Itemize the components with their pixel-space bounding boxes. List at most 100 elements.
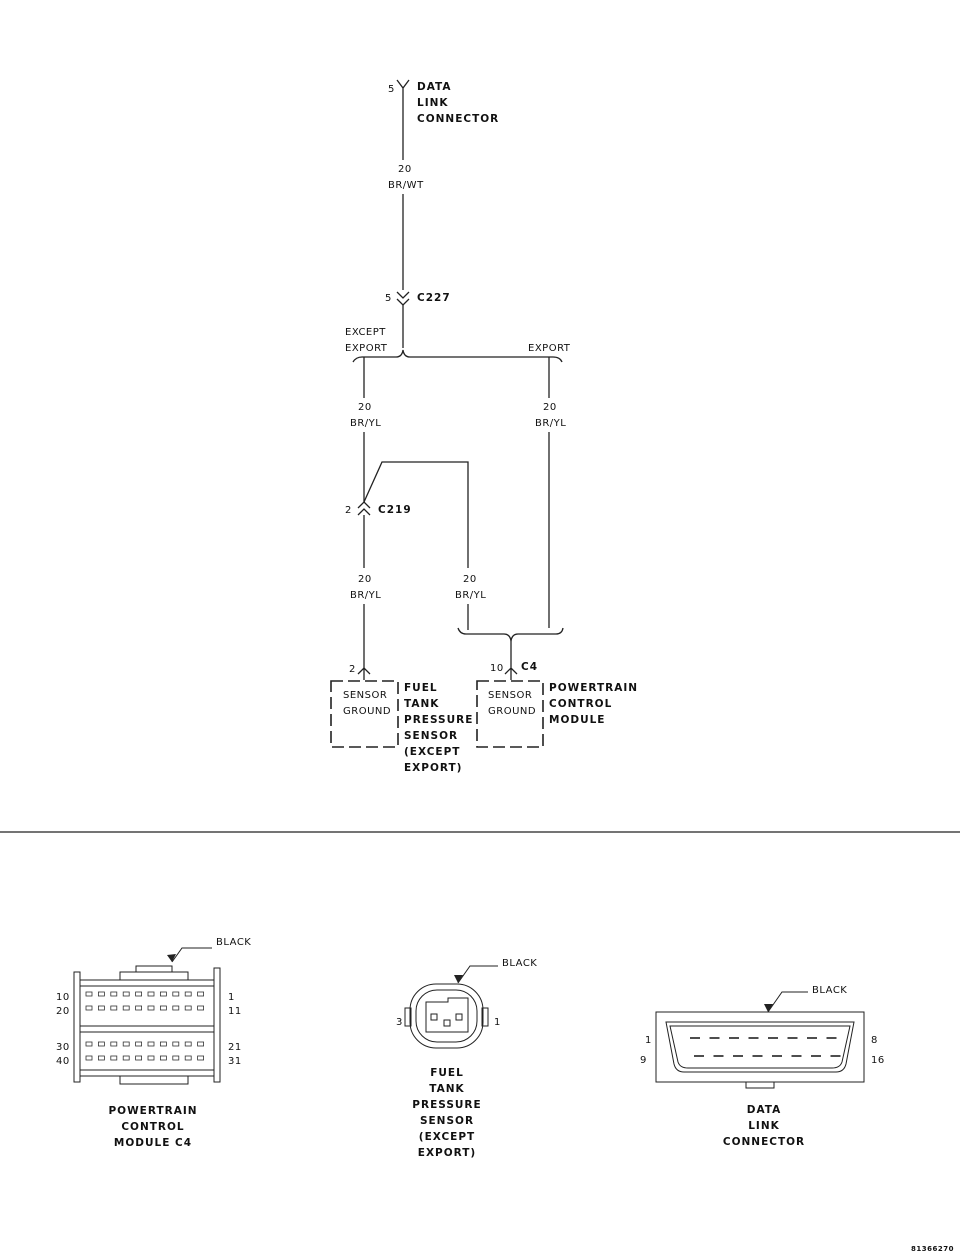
wire-left-lower-gauge: 20 — [358, 574, 372, 585]
dlc-conn-name-3: CONNECTOR — [723, 1136, 805, 1148]
pcm-cavity — [184, 1041, 192, 1047]
pcm-name-line-1: POWERTRAIN — [549, 682, 638, 694]
ftps-pin-label: 2 — [349, 664, 356, 675]
c219-symbol — [357, 501, 371, 516]
ftps-housing-outer — [409, 983, 484, 1049]
ftps-pin-1: 1 — [494, 1017, 501, 1028]
pcm-pin-10: 10 — [56, 992, 70, 1003]
c227-symbol — [396, 291, 410, 306]
dlc-pin-label: 5 — [388, 84, 395, 95]
pcm-cavity — [85, 991, 93, 997]
dlc-name-line-3: CONNECTOR — [417, 113, 499, 125]
ftps-conn-name-3: PRESSURE — [412, 1099, 481, 1111]
c227-connector: 5 C227 — [385, 291, 451, 306]
dlc-pin-8: 8 — [871, 1035, 878, 1046]
branch-left-line-1: EXCEPT — [345, 327, 386, 338]
ftps-box-label-2: GROUND — [343, 706, 391, 717]
ftps-name-line-6: EXPORT) — [404, 762, 462, 774]
wire-left-upper-gauge: 20 — [358, 402, 372, 413]
pcm-cavity — [135, 1055, 143, 1061]
ftps-conn-name-5: (EXCEPT — [419, 1131, 475, 1143]
pcm-cavity — [159, 1005, 167, 1011]
pcm-cavity — [159, 1055, 167, 1061]
ftps-face — [425, 997, 469, 1033]
pcm-cavity — [159, 991, 167, 997]
ftps-conn-name-2: TANK — [429, 1083, 464, 1095]
c4-terminal-symbol — [504, 662, 518, 680]
c227-pin-label: 5 — [385, 293, 392, 304]
pcm-cavity — [85, 1055, 93, 1061]
pcm-cavity — [122, 991, 130, 997]
ftps-black-arrow — [454, 975, 463, 983]
split-brace — [352, 349, 563, 363]
pcm-cavity — [110, 1041, 118, 1047]
pcm-cavity — [172, 1041, 180, 1047]
pcm-cavity — [135, 991, 143, 997]
ftps-box-label-1: SENSOR — [343, 690, 387, 701]
schematic: 5 DATA LINK CONNECTOR 20 BR/WT 5 C227 EX… — [330, 79, 638, 774]
pcm-cavity — [184, 1055, 192, 1061]
dlc-name-line-2: LINK — [417, 97, 449, 109]
pcm-cavity — [172, 1055, 180, 1061]
pcm-pin-30: 30 — [56, 1042, 70, 1053]
pcm-pin-20: 20 — [56, 1006, 70, 1017]
dlc-conn-name-1: DATA — [747, 1104, 782, 1116]
c219-pin-label: 2 — [345, 505, 352, 516]
pcm-cavity — [98, 991, 105, 997]
ftps-name-line-5: (EXCEPT — [404, 746, 460, 758]
ftps-component: 2 SENSOR GROUND FUEL TANK PRESSURE SENSO… — [330, 664, 472, 774]
pcm-module-box — [476, 680, 544, 748]
dlc-terminal: 5 DATA LINK CONNECTOR — [388, 79, 499, 160]
pcm-cavity — [110, 1055, 118, 1061]
wire-top-color: BR/WT — [388, 180, 424, 191]
ftps-housing-mid — [415, 989, 478, 1043]
pcm-top-latch — [135, 965, 173, 973]
c4-name: C4 — [521, 661, 538, 673]
ftps-name-line-1: FUEL — [404, 682, 438, 694]
figure-id: 81366270 — [911, 1245, 954, 1253]
pcm-cavity — [184, 991, 192, 997]
ftps-conn-name-4: SENSOR — [420, 1115, 474, 1127]
pcm-cavity — [147, 1005, 155, 1011]
dlc-conn-name-2: LINK — [748, 1120, 780, 1132]
pcm-pin-1: 1 — [228, 992, 235, 1003]
dlc-color-label: BLACK — [812, 985, 847, 996]
pcm-right-rail — [213, 967, 221, 1083]
ftps-pin-3: 3 — [396, 1017, 403, 1028]
pcm-cavity — [197, 1055, 205, 1061]
c227-name: C227 — [417, 292, 451, 304]
dlc-black-leader — [767, 991, 808, 1013]
ftps-left-key — [404, 1007, 412, 1027]
pcm-name-line-2: CONTROL — [549, 698, 612, 710]
pcm-cavity — [147, 1055, 155, 1061]
pcm-cavity — [98, 1005, 105, 1011]
pcm-cavity — [122, 1041, 130, 1047]
merge-brace — [457, 627, 564, 642]
dlc-terminal-symbol — [396, 79, 410, 160]
ftps-conn-name-6: EXPORT) — [418, 1147, 476, 1159]
dlc-key-tab — [745, 1081, 775, 1089]
pcm-cavity — [147, 991, 155, 997]
ftps-terminal-symbol — [357, 667, 371, 680]
pcm-top-tab — [119, 971, 189, 981]
dlc-connector-view: BLACK 1 9 8 16 DATA LINK CONNECTOR — [640, 985, 884, 1148]
pcm-color-label: BLACK — [216, 937, 251, 948]
pcm-cavity — [122, 1055, 130, 1061]
pcm-conn-name-2: CONTROL — [121, 1121, 184, 1133]
wire-splice-jumper — [363, 461, 469, 568]
pcm-conn-name-1: POWERTRAIN — [108, 1105, 197, 1117]
pcm-black-arrow — [167, 954, 176, 962]
pcm-box-label-2: GROUND — [488, 706, 536, 717]
pcm-component: 10 C4 SENSOR GROUND POWERTRAIN CONTROL M… — [476, 661, 638, 748]
branch-left-line-2: EXPORT — [345, 343, 388, 354]
wire-top-gauge: 20 — [398, 164, 412, 175]
c4-pin-label: 10 — [490, 663, 504, 674]
ftps-name-line-2: TANK — [404, 698, 439, 710]
dlc-face-outer — [665, 1021, 855, 1073]
pcm-cavity — [172, 991, 180, 997]
pcm-c4-connector-view: BLACK 10 20 1 11 30 40 21 31 POWERTRAIN … — [56, 937, 251, 1149]
ftps-module-box — [330, 680, 399, 748]
dlc-face-inner — [669, 1025, 851, 1069]
pcm-left-rail — [73, 971, 81, 1083]
pcm-cavity — [98, 1041, 105, 1047]
